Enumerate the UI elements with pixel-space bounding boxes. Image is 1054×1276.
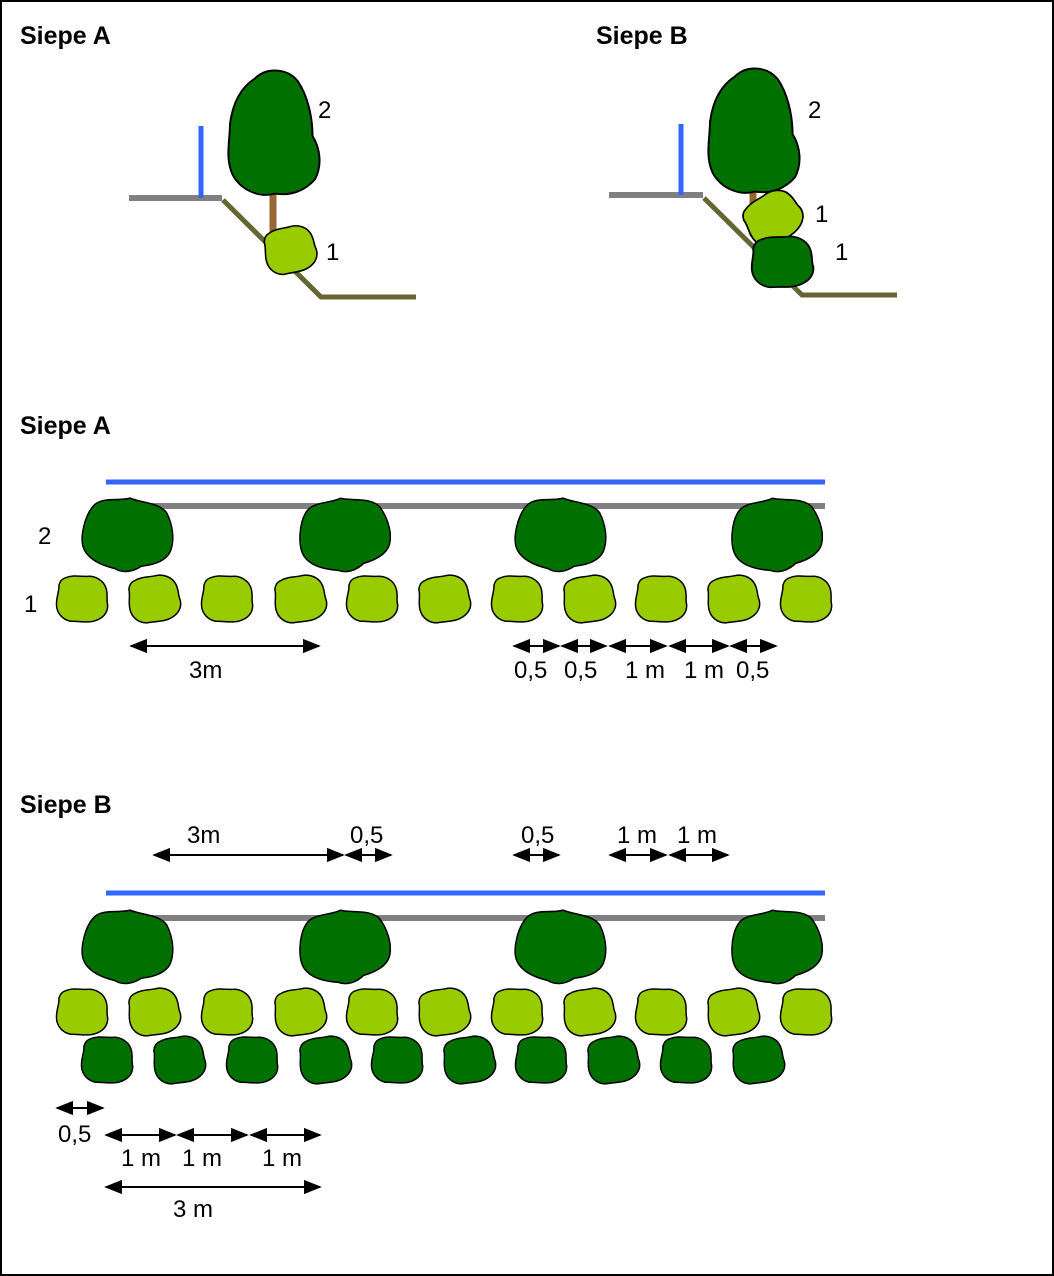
shrub-light-symbol [199,986,256,1038]
plan-view-b: Siepe B 3m 0,5 0,5 1 m 1 m 0,5 1 m 1 m 1… [20,791,835,1223]
shrub-light-symbol [344,986,401,1038]
shrub-light-symbol [415,572,474,626]
tree-symbol [79,494,177,576]
dimension-label: 3m [187,822,220,849]
shrub-light-symbol [704,985,763,1039]
shrub-light-symbol [125,985,184,1039]
shrub-light-symbol [778,573,835,625]
bank-slope [221,198,416,300]
shrub-light-symbol [560,985,619,1039]
dimension-label: 1 m [677,822,717,849]
tree-label: 2 [808,97,821,124]
section-b-title: Siepe B [596,22,688,50]
shrub-light-symbol [344,573,401,625]
plan-view-a: Siepe A 2 1 3m 0,5 0,5 1 m 1 m 0,5 [20,412,835,684]
dimension-label: 1 m [121,1145,161,1172]
shrub-dark-symbol [296,1033,355,1087]
shrub-light-symbol [125,572,184,626]
shrub-dark-symbol [729,1033,788,1087]
shrub-light-symbol [704,572,763,626]
dimension-label: 1 m [617,822,657,849]
dimension-label: 0,5 [521,822,554,849]
tree-symbol [79,906,177,988]
shrub-dark-symbol [584,1033,643,1087]
shrub-light-symbol [560,572,619,626]
section-a-title: Siepe A [20,22,111,50]
shrub-row-dark [79,1033,788,1087]
shrub-dark-symbol [224,1034,281,1086]
shrub-light-label: 1 [815,201,828,228]
dimension-label: 0,5 [58,1121,91,1148]
shrub-light-symbol [54,986,111,1038]
dimension-label: 1 m [182,1145,222,1172]
dimension-label: 1 m [625,657,665,684]
shrub-dark-symbol [79,1034,136,1086]
plan-a-title: Siepe A [20,412,111,440]
tree-symbol [512,906,610,988]
shrub-row-light [54,572,835,626]
tree-crown [227,69,321,196]
shrub-dark-symbol [369,1034,426,1086]
tree-label: 2 [318,97,331,124]
bank-slope [702,196,897,298]
shrub-dark-symbol [513,1034,570,1086]
dimension-label: 1 m [684,657,724,684]
shrub-row-label: 1 [24,591,37,618]
shrub-light-symbol [271,572,330,626]
shrub-label: 1 [326,239,339,266]
section-view-a: Siepe A 2 1 [20,22,416,300]
tree-row-label: 2 [38,523,51,550]
tree-symbol [512,494,610,576]
shrub-dark-symbol [440,1033,499,1087]
shrub-light-symbol [271,985,330,1039]
dimension-label: 0,5 [350,822,383,849]
shrub-dark [750,235,815,289]
shrub-light-symbol [415,985,474,1039]
shrub-dark-symbol [150,1033,209,1087]
shrub-light-symbol [489,573,546,625]
dimension-label: 3 m [173,1196,213,1223]
dimension-label: 1 m [262,1145,302,1172]
dimension-label: 0,5 [564,657,597,684]
shrub-row-light [54,985,835,1039]
shrub-dark-label: 1 [835,239,848,266]
section-view-b: Siepe B 2 1 1 [596,22,897,298]
dimension-label: 0,5 [514,657,547,684]
shrub-light-symbol [778,986,835,1038]
dimension-label: 3m [189,657,222,684]
dimension-label: 0,5 [736,657,769,684]
shrub-light-symbol [199,573,256,625]
tree-crown [707,67,801,194]
shrub-dark-symbol [658,1034,715,1086]
shrub-light-symbol [489,986,546,1038]
plan-b-title: Siepe B [20,791,112,819]
shrub-light-symbol [633,573,690,625]
shrub-light-symbol [633,986,690,1038]
shrub-light-symbol [54,573,111,625]
